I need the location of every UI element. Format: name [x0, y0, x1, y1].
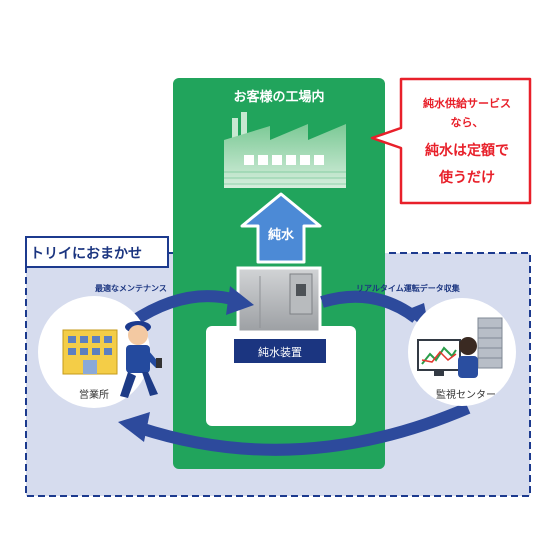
maintenance-arrow-head	[226, 286, 254, 315]
maintenance-worker-icon	[120, 321, 162, 398]
callout-line-2: なら、	[450, 116, 484, 129]
office-building-icon	[62, 329, 118, 375]
device-icon	[236, 266, 322, 334]
device-label-box	[234, 339, 326, 363]
service-area-tab	[25, 236, 169, 268]
callout-line-4: 使うだけ	[439, 170, 495, 186]
maintenance-label: 最適なメンテナンス	[95, 284, 167, 293]
return-arrow-head	[118, 412, 150, 442]
maintenance-arrow-shaft	[128, 290, 238, 328]
device-label: 純水装置	[258, 346, 302, 359]
callout-line-3: 純水は定額で	[425, 143, 509, 159]
return-arrow-shaft	[138, 402, 471, 456]
pure-water-arrow	[240, 192, 322, 264]
factory-title: お客様の工場内	[233, 90, 325, 105]
pure-water-label: 純水	[267, 228, 294, 243]
monitor-screen-icon	[417, 339, 461, 376]
callout-bubble	[370, 77, 532, 205]
office-label: 営業所	[79, 390, 109, 401]
factory-icon	[224, 112, 346, 188]
callout-line-1: 純水供給サービス	[423, 97, 511, 110]
monitor-label: 監視センター	[436, 390, 496, 401]
service-area-title: トリイにおまかせ	[30, 246, 142, 262]
realtime-label: リアルタイム運転データ収集	[356, 284, 460, 293]
server-rack-icon	[477, 317, 503, 369]
operator-icon	[458, 337, 478, 378]
